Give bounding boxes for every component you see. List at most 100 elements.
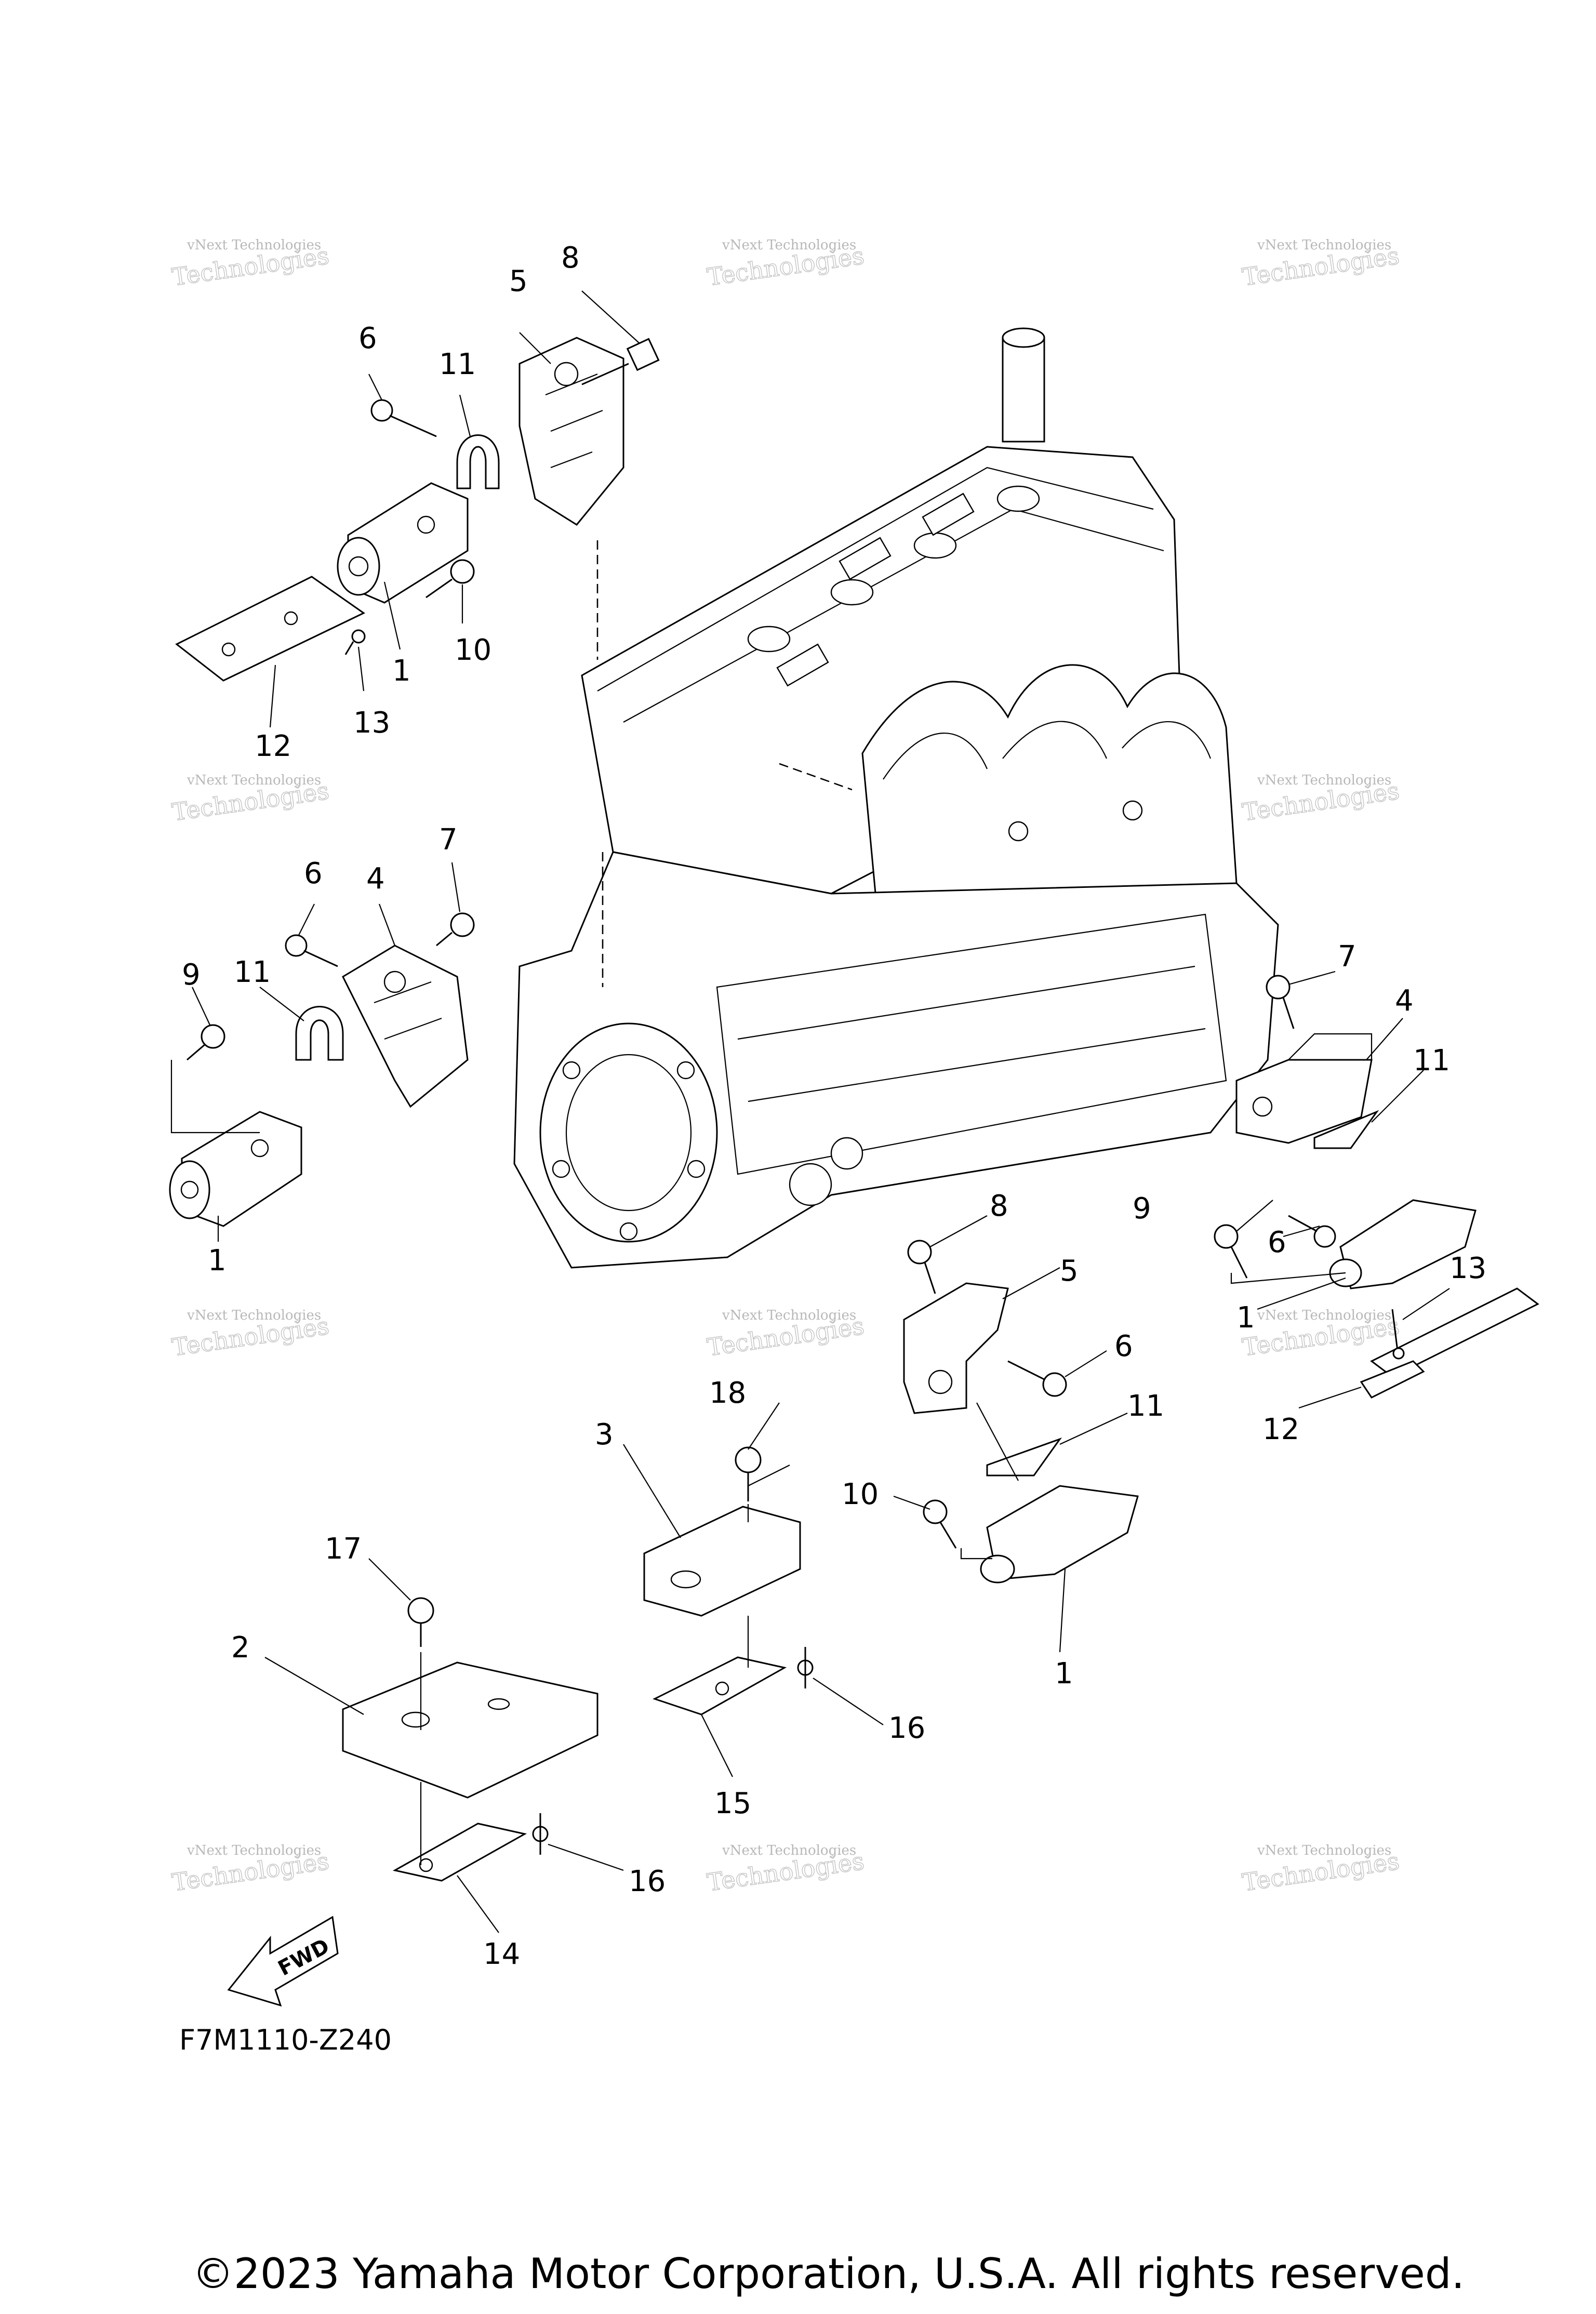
svg-text:vNext Technologies: vNext Technologies (187, 237, 321, 253)
right-mount-assembly (1214, 970, 1539, 1409)
callout-18: 18 (709, 1376, 746, 1410)
svg-text:vNext Technologies: vNext Technologies (187, 1308, 321, 1323)
flywheel-housing (539, 1022, 718, 1243)
watermark: vNext Technologies Technologies (705, 1308, 866, 1362)
bolt-6-right (1288, 1215, 1336, 1248)
front-mount-assembly (893, 1215, 1139, 1653)
callout-4: 4 (1395, 984, 1414, 1018)
pad-3 (643, 1506, 801, 1617)
cam-cover-plugs (747, 485, 1040, 687)
callout-9: 9 (1133, 1192, 1151, 1226)
callout-1: 1 (1055, 1657, 1073, 1691)
callout-5: 5 (509, 264, 528, 298)
stopper-11-left (295, 1006, 344, 1061)
rivet-13-upper (344, 629, 366, 655)
bolt-9-right (1214, 1224, 1248, 1279)
callout-9: 9 (182, 958, 201, 992)
svg-text:vNext Technologies: vNext Technologies (187, 773, 321, 788)
plate-14 (392, 1823, 527, 1882)
watermark: vNext Technologies Technologies (1240, 237, 1401, 291)
plate-15 (653, 1656, 787, 1715)
callout-7: 7 (439, 823, 458, 857)
engine-block (513, 327, 1279, 1269)
watermark: vNext Technologies Technologies (170, 1843, 331, 1897)
callout-12: 12 (1262, 1413, 1299, 1446)
stopper-11-upper (456, 434, 500, 489)
callout-11: 11 (234, 955, 271, 989)
callout-4: 4 (366, 862, 385, 896)
watermark: vNext Technologies Technologies (1240, 1308, 1401, 1362)
bolt-7-left (436, 912, 475, 947)
bolt-10-upper (425, 559, 475, 599)
callout-16: 16 (629, 1865, 666, 1898)
callout-6: 6 (304, 857, 323, 890)
callout-13: 13 (353, 706, 390, 740)
bolt-7-right (1266, 975, 1295, 1029)
callout-5: 5 (1060, 1254, 1079, 1288)
bolt-6-upper (370, 399, 437, 437)
bottom-plates: FWD (227, 1402, 884, 2007)
callout-6: 6 (358, 322, 377, 355)
upper-left-mount-assembly (175, 290, 660, 728)
callout-10: 10 (455, 633, 491, 667)
svg-text:vNext Technologies: vNext Technologies (722, 237, 856, 253)
stopper-11-lower (986, 1437, 1062, 1477)
engine-mount-1-upper (337, 482, 469, 604)
bolt-9-left (187, 1024, 225, 1061)
pad-2 (342, 1661, 598, 1799)
callout-3: 3 (595, 1418, 614, 1452)
watermark: vNext Technologies Technologies (705, 237, 866, 291)
copyright-notice: ©2023 Yamaha Motor Corporation, U.S.A. A… (192, 2250, 1465, 2298)
engine-mount-1-lower (980, 1485, 1139, 1584)
callout-1: 1 (208, 1244, 227, 1278)
svg-text:vNext Technologies: vNext Technologies (187, 1843, 321, 1858)
stopper-11-right (1313, 1110, 1379, 1149)
screw-18 (735, 1446, 762, 1501)
middle-left-mount-assembly (169, 862, 475, 1242)
svg-text:vNext Technologies: vNext Technologies (722, 1843, 856, 1858)
callout-6: 6 (1114, 1329, 1133, 1363)
callout-16: 16 (888, 1711, 925, 1745)
callout-12: 12 (255, 729, 291, 763)
watermark: vNext Technologies Technologies (1240, 1843, 1401, 1897)
svg-text:vNext Technologies: vNext Technologies (1257, 1843, 1391, 1858)
bracket-5-lower (903, 1282, 1009, 1414)
oil-filler-neck (1002, 327, 1045, 443)
callout-14: 14 (483, 1937, 520, 1971)
watermark: vNext Technologies Technologies (170, 237, 331, 291)
callout-11: 11 (1127, 1389, 1164, 1423)
plate-12-upper (175, 576, 365, 682)
watermark: vNext Technologies Technologies (705, 1843, 866, 1897)
callout-1: 1 (1236, 1301, 1255, 1335)
engine-mount-1-left (169, 1111, 302, 1227)
rivet-13-right (1391, 1309, 1405, 1360)
callout-6: 6 (1268, 1226, 1286, 1259)
svg-text:vNext Technologies: vNext Technologies (1257, 773, 1391, 788)
rivet-16-middle (797, 1647, 814, 1688)
callout-8: 8 (990, 1189, 1008, 1223)
svg-text:vNext Technologies: vNext Technologies (1257, 1308, 1391, 1323)
bolt-8-lower (907, 1240, 936, 1294)
svg-text:vNext Technologies: vNext Technologies (722, 1308, 856, 1323)
callout-15: 15 (714, 1787, 751, 1820)
fwd-arrow-icon: FWD (227, 1916, 339, 2007)
callout-8: 8 (561, 241, 580, 275)
rivet-16-lower (532, 1813, 549, 1855)
bolt-10-lower (923, 1499, 957, 1549)
callout-1: 1 (392, 654, 411, 688)
watermark: vNext Technologies Technologies (170, 1308, 331, 1362)
bracket-5-upper (518, 337, 624, 526)
bolt-8-upper (581, 338, 660, 385)
callout-2: 2 (231, 1631, 250, 1665)
callout-7: 7 (1338, 940, 1356, 974)
callout-13: 13 (1449, 1252, 1486, 1285)
callout-labels: 8 5 6 11 10 1 12 13 6 4 7 9 11 1 7 4 11 … (182, 241, 1486, 1971)
callout-17: 17 (325, 1532, 362, 1566)
watermark: vNext Technologies Technologies (170, 773, 331, 827)
callout-11: 11 (1413, 1044, 1450, 1078)
bolt-6-left (285, 934, 338, 967)
watermark: vNext Technologies Technologies (1240, 773, 1401, 827)
diagram-code: F7M1110-Z240 (179, 2024, 392, 2056)
bolt-6-lower (1007, 1360, 1067, 1397)
